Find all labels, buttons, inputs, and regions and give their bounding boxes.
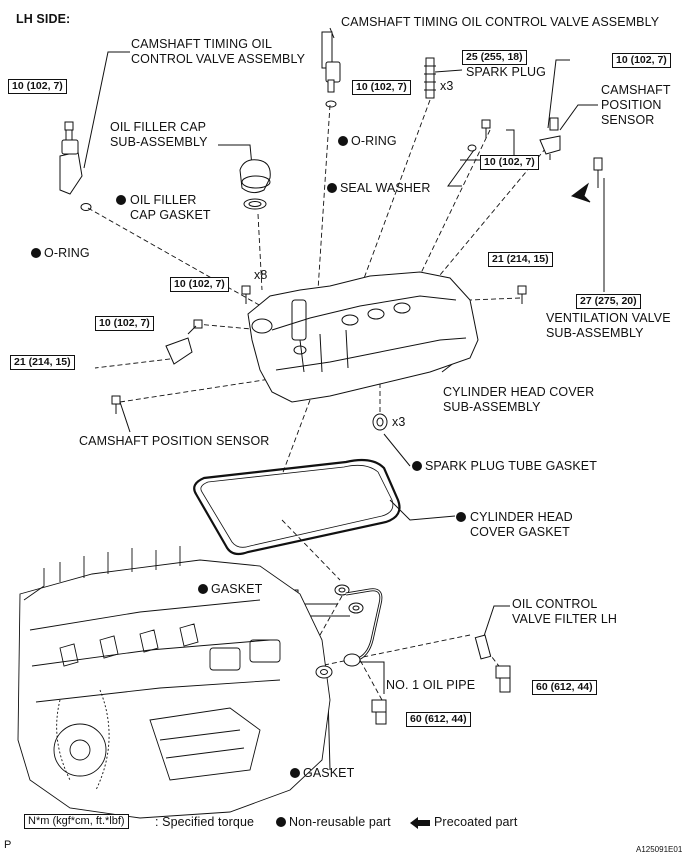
label-ocv-assembly-left: CAMSHAFT TIMING OIL CONTROL VALVE ASSEMB… (131, 37, 306, 66)
label-ocv-filter: OIL CONTROL VALVE FILTER LH (512, 597, 618, 626)
non-reusable-bullet-icon (338, 136, 348, 146)
torque-cover-bracket: 10 (102, 7) (480, 155, 539, 170)
union-bolt-parts (371, 665, 511, 725)
label-spark-plug: SPARK PLUG (466, 65, 546, 79)
torque-cam-sensor-right: 10 (102, 7) (612, 53, 671, 68)
label-spark-plug-tube-gasket: SPARK PLUG TUBE GASKET (412, 459, 597, 474)
label-cyl-head-cover-gasket: CYLINDER HEAD COVER GASKET (470, 510, 573, 539)
torque-spark-plug: 25 (255, 18) (462, 50, 527, 65)
qty-spark-plug: x3 (440, 79, 454, 93)
label-oil-filler-cap: OIL FILLER CAP SUB-ASSEMBLY (110, 120, 208, 149)
label-o-ring-left: O-RING (31, 246, 90, 261)
non-reusable-bullet-icon (116, 195, 126, 205)
non-reusable-bullet-icon (198, 584, 208, 594)
non-reusable-bullet-icon (31, 248, 41, 258)
label-o-ring-top: O-RING (338, 134, 397, 149)
label-gasket-bottom: GASKET (290, 766, 354, 781)
cam-sensor-left-part (165, 325, 197, 365)
label-oil-filler-gasket: OIL FILLER CAP GASKET (130, 193, 211, 222)
spark-plug-part (424, 57, 436, 99)
precoated-legend-arrow-icon (410, 816, 430, 829)
non-reusable-bullet-icon (412, 461, 422, 471)
legend-torque-desc: : Specified torque (155, 815, 255, 829)
page-letter: P (4, 839, 12, 851)
non-reusable-bullet-icon (276, 817, 286, 827)
torque-cover-bolts: 10 (102, 7) (170, 277, 229, 292)
label-gasket-top: GASKET (198, 582, 262, 597)
label-cam-sensor-right: CAMSHAFT POSITION SENSOR (601, 83, 671, 127)
precoated-arrow-icon (570, 182, 591, 203)
qty-tube-gasket: x3 (392, 415, 406, 429)
oil-pipe-part (315, 584, 383, 679)
side-heading: LH SIDE: (16, 12, 71, 26)
ocv-left-part (59, 129, 92, 211)
oil-filler-cap-part (239, 159, 271, 210)
label-cam-sensor-left: CAMSHAFT POSITION SENSOR (79, 434, 270, 448)
label-oil-filler-gasket-wrap (116, 193, 129, 208)
non-reusable-bullet-icon (290, 768, 300, 778)
legend-precoated: Precoated part (410, 815, 517, 830)
label-ocv-assembly-top: CAMSHAFT TIMING OIL CONTROL VALVE ASSEMB… (341, 15, 660, 29)
torque-ventilation-valve: 27 (275, 20) (576, 294, 641, 309)
torque-union-bottom: 60 (612, 44) (406, 712, 471, 727)
label-no1-oil-pipe: NO. 1 OIL PIPE (386, 678, 476, 692)
bolt-parts (64, 119, 603, 414)
legend-non-reusable: Non-reusable part (276, 815, 391, 830)
cylinder-head-cover-gasket-part (193, 458, 401, 556)
label-ventilation-valve: VENTILATION VALVE SUB-ASSEMBLY (546, 311, 671, 340)
non-reusable-bullet-icon (456, 512, 466, 522)
torque-stud-left: 21 (214, 15) (10, 355, 75, 370)
legend-torque-box: N*m (kgf*cm, ft.*lbf) (24, 814, 129, 829)
qty-cover-bolts: x8 (254, 268, 268, 282)
cylinder-head-cover-part (247, 271, 479, 403)
torque-cam-sensor-left: 10 (102, 7) (95, 316, 154, 331)
label-cyl-head-cover-gasket-bullet (456, 510, 469, 525)
figure-id: A125091E01 (636, 845, 683, 854)
ocv-top-part (321, 31, 341, 108)
torque-ocv-top: 10 (102, 7) (352, 80, 411, 95)
cam-sensor-right-part (539, 117, 561, 160)
torque-ocv-left: 10 (102, 7) (8, 79, 67, 94)
label-cylinder-head-cover: CYLINDER HEAD COVER SUB-ASSEMBLY (443, 385, 595, 414)
spark-plug-tube-gasket-part (372, 413, 388, 431)
ocv-filter-part (474, 634, 492, 660)
torque-union-right: 60 (612, 44) (532, 680, 597, 695)
non-reusable-bullet-icon (327, 183, 337, 193)
label-seal-washer: SEAL WASHER (327, 181, 430, 196)
torque-stud-right: 21 (214, 15) (488, 252, 553, 267)
engine-block-part (17, 546, 331, 819)
